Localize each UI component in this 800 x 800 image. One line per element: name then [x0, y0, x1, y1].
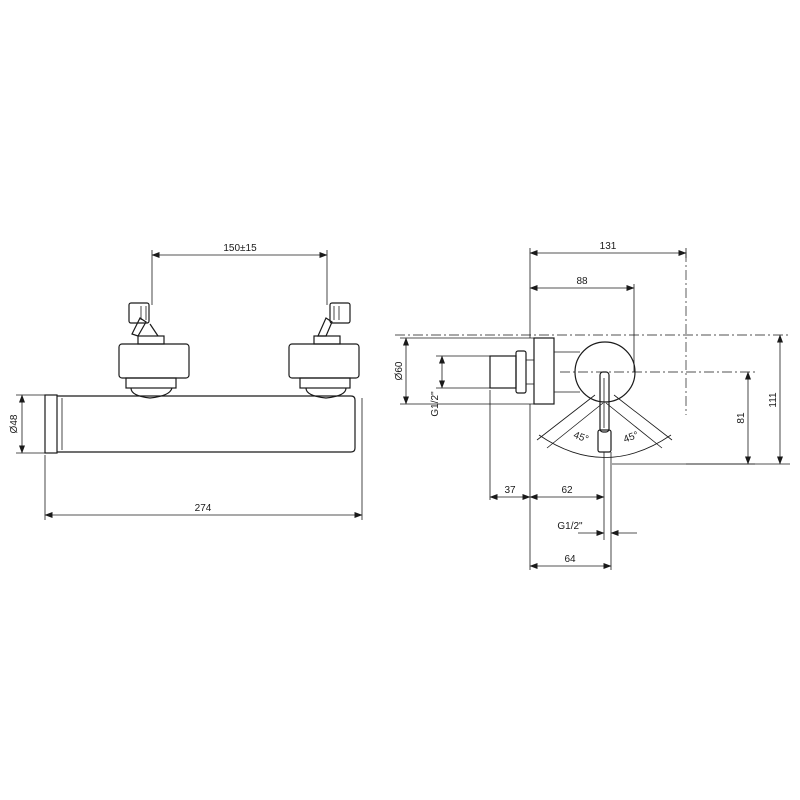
wall-flange	[533, 337, 555, 405]
front-view: 150±15 Ø48 274	[9, 243, 363, 520]
dim-inlet-spacing: 150±15	[223, 243, 257, 254]
dim-depth-total: 131	[600, 241, 617, 252]
lever-handle	[597, 371, 612, 453]
dim-wall-to-outlet: 64	[564, 554, 576, 565]
dim-height-outlet: 81	[736, 412, 747, 424]
dim-connector-length: 37	[504, 485, 516, 496]
side-view: 45° 45° 131 88 Ø60 G1/2" 111 81	[394, 241, 790, 570]
dim-flange-diameter: Ø60	[394, 361, 405, 380]
dim-depth-handle-axis: 88	[576, 276, 588, 287]
dim-overall-length: 274	[195, 503, 212, 514]
dim-outlet-thread: G1/2"	[557, 521, 583, 532]
dim-body-diameter: Ø48	[9, 414, 20, 433]
dim-height-total: 111	[768, 392, 779, 408]
left-inlet-connector	[118, 302, 190, 399]
angle-left: 45°	[572, 430, 590, 446]
lever-rotation-indicator: 45° 45°	[536, 394, 673, 458]
body-end-cap	[44, 394, 58, 454]
angle-right: 45°	[622, 430, 640, 446]
mixer-body-circle	[574, 341, 636, 403]
mixer-body	[57, 395, 356, 453]
side-inlet-connector	[489, 350, 534, 394]
right-inlet-connector	[288, 302, 360, 399]
dim-body-to-outlet: 62	[561, 485, 573, 496]
dim-inlet-thread: G1/2"	[430, 391, 441, 417]
